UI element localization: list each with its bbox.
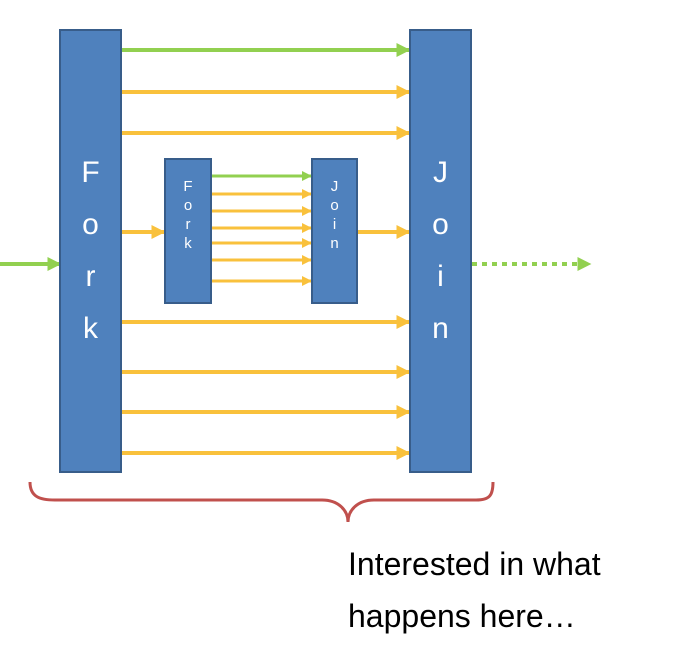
bar-letter-glyph: J — [331, 178, 339, 195]
bar-letter-glyph: J — [433, 156, 448, 189]
bar-letter-glyph: r — [86, 260, 96, 293]
bar-letter-glyph: F — [183, 178, 192, 195]
bar-letter-glyph: o — [82, 208, 99, 241]
bar-letter-glyph: k — [83, 312, 99, 345]
bar-letter-glyph: n — [432, 312, 449, 345]
caption-line-2: happens here… — [348, 598, 576, 634]
bar-letter-glyph: i — [333, 216, 336, 233]
bar-letter-glyph: o — [330, 197, 338, 214]
caption: Interested in what happens here… — [348, 538, 688, 642]
bar-letter-glyph: r — [186, 216, 191, 233]
curly-brace — [28, 481, 495, 523]
bar-letter-glyph: k — [184, 235, 192, 252]
outer-parallel-arrows — [122, 43, 411, 460]
bar-letter-glyph: i — [437, 260, 444, 293]
bar-letter-glyph: o — [432, 208, 449, 241]
inner-parallel-arrows — [212, 171, 312, 286]
bar-letter-glyph: F — [81, 156, 99, 189]
bar-letter-glyph: n — [330, 235, 338, 252]
caption-line-1: Interested in what — [348, 546, 601, 582]
bar-letter-glyph: o — [184, 197, 192, 214]
